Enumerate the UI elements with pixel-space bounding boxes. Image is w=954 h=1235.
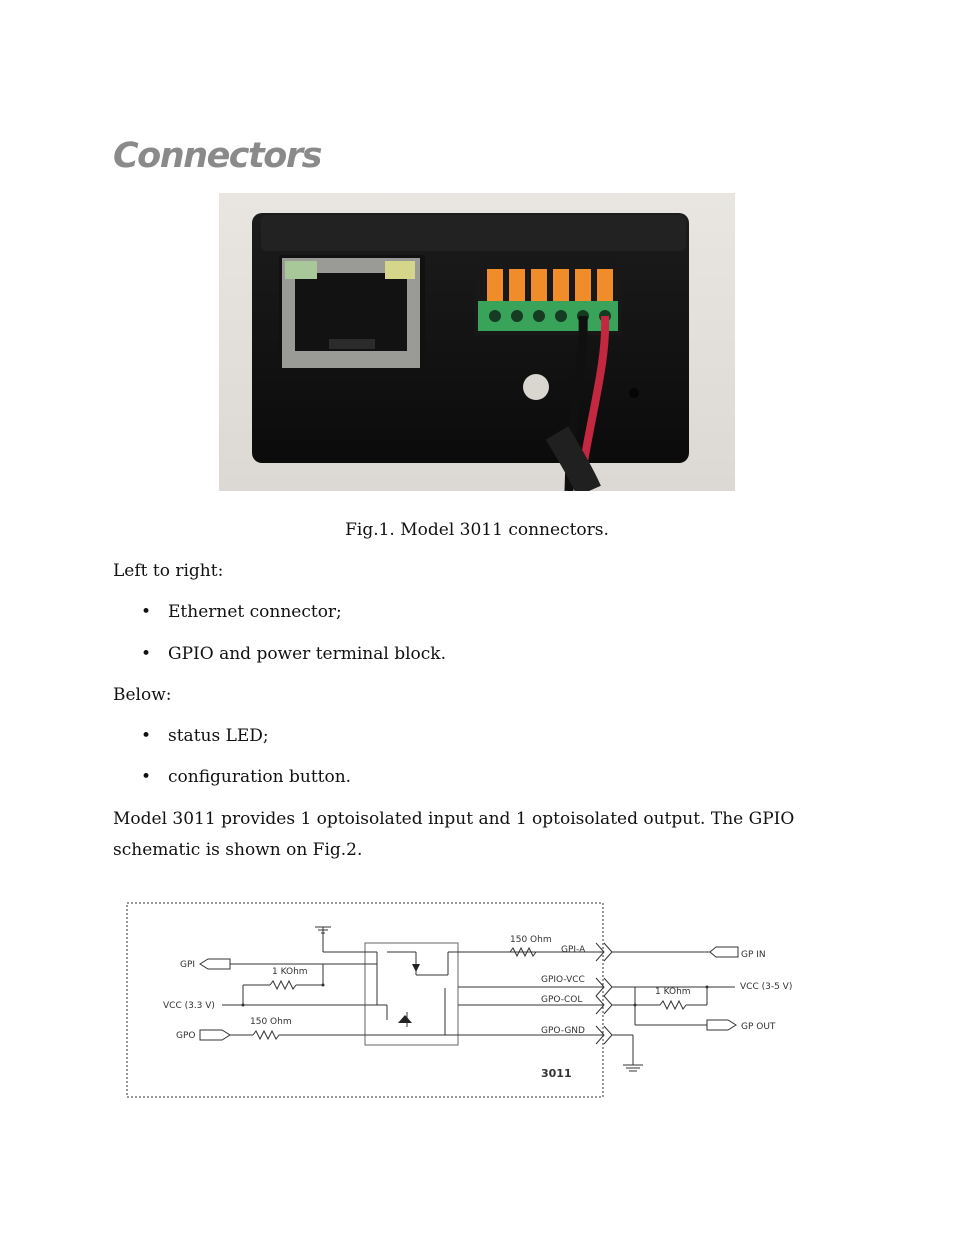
schematic-model-label: 3011 [541, 1067, 572, 1080]
ethernet-connector [279, 255, 425, 373]
activity-led-icon [385, 261, 415, 279]
schematic-gp-in-label: GP IN [741, 950, 766, 960]
schematic-pin-label: GPI-A [561, 945, 586, 955]
schematic-vcc-right-label: VCC (3-5 V) [740, 982, 792, 992]
schematic-right-1k-label: 1 KOhm [655, 987, 691, 997]
figure-1-caption: Fig.1. Model 3011 connectors. [345, 520, 609, 540]
schematic-left-1k-label: 1 KOhm [272, 967, 308, 977]
gpio-paragraph: Model 3011 provides 1 optoisolated input… [113, 809, 795, 860]
schematic-left-150-label: 150 Ohm [250, 1017, 292, 1027]
schematic-pin-label: GPIO-VCC [541, 975, 585, 985]
device-photo [219, 193, 735, 491]
schematic-right-150-label: 150 Ohm [510, 935, 552, 945]
schematic-gpi-label: GPI [180, 960, 195, 970]
terminal-block [475, 257, 621, 335]
schematic-gpo-label: GPO [176, 1031, 196, 1041]
schematic-pin-label: GPO-GND [541, 1026, 585, 1036]
page-heading: Connectors [113, 136, 322, 176]
schematic-gp-out-label: GP OUT [741, 1022, 776, 1032]
schematic-vcc-left-label: VCC (3.3 V) [163, 1001, 215, 1011]
status-led-icon [523, 374, 549, 400]
config-button-icon [629, 388, 639, 398]
below-intro: Below: [113, 685, 172, 705]
power-cable [545, 315, 610, 491]
link-led-icon [285, 261, 317, 279]
gpio-schematic: GPI 1 KOhm VCC (3.3 V) 150 Ohm GPO GPI-A… [126, 902, 792, 1098]
schematic-pin-label: GPO-COL [541, 995, 582, 1005]
left-to-right-intro: Left to right: [113, 561, 224, 581]
